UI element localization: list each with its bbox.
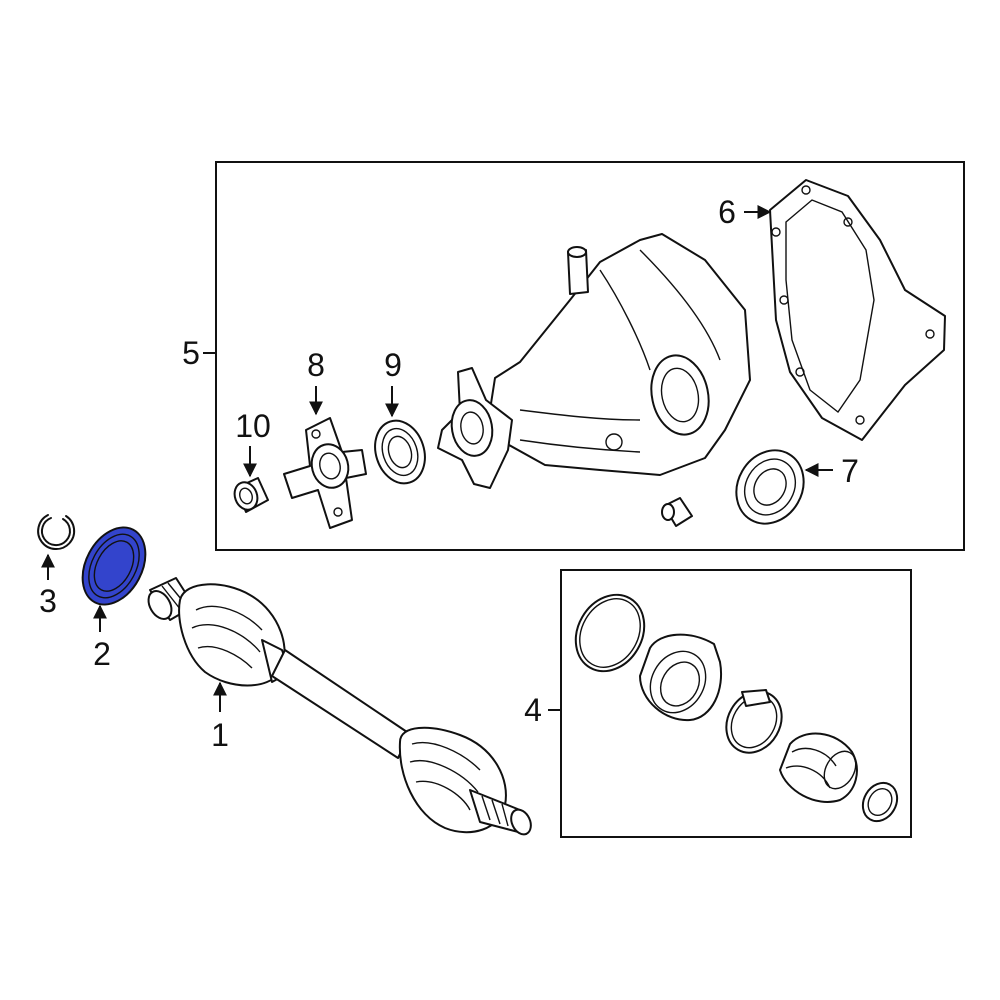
flange-part-8[interactable] [283, 417, 367, 529]
callout-5: 5 [182, 335, 200, 371]
drain-plug[interactable] [661, 497, 693, 527]
cover-part-6[interactable] [769, 179, 946, 441]
callout-6: 6 [718, 194, 736, 230]
inner-boot[interactable] [639, 633, 722, 723]
callout-8: 8 [307, 347, 325, 383]
callout-9: 9 [384, 347, 402, 383]
boot-kit-box [560, 569, 912, 838]
differential-housing[interactable] [437, 233, 751, 489]
o-ring[interactable] [562, 582, 657, 683]
callout-4: 4 [524, 692, 542, 728]
drive-axle-part-1[interactable] [144, 577, 535, 838]
callout-3: 3 [39, 583, 57, 619]
callout-2: 2 [93, 636, 111, 672]
outer-boot[interactable] [779, 732, 862, 803]
callout-10: 10 [235, 408, 271, 444]
snap-ring-part-3[interactable] [37, 514, 76, 551]
seal-part-9[interactable] [367, 414, 432, 490]
boot-clamp-large[interactable] [715, 681, 792, 762]
callout-7: 7 [841, 453, 859, 489]
seal-part-7[interactable] [723, 438, 816, 536]
boot-clamp-small[interactable] [856, 777, 904, 828]
differential-assembly-box [215, 161, 965, 551]
seal-part-2[interactable] [70, 517, 158, 616]
callout-1: 1 [211, 717, 229, 753]
bushing-part-10[interactable] [231, 477, 269, 513]
